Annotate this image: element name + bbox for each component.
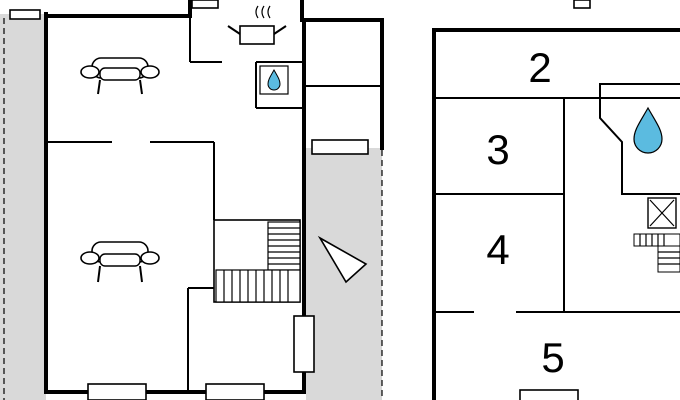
window-top-left [9,9,41,20]
room-3-number: 3 [486,126,509,173]
window-top-right [573,0,591,9]
window-east [293,315,315,373]
window-kitchen-top [191,0,219,9]
sofa-icon [80,57,160,95]
room-4-number: 4 [486,226,509,273]
compass-arrow-icon [317,235,368,284]
window-south-1 [87,383,147,400]
right-building-outer-wall [432,28,680,400]
chimney-icon [647,197,677,229]
stairs-icon [633,233,680,273]
window-south-2 [205,383,265,400]
water-drop-icon [633,106,663,154]
left-terrace [0,14,46,400]
stairs-icon [213,219,301,303]
stove-icon [227,5,287,45]
room-5-number: 5 [541,334,564,381]
right-building: 2 3 4 5 [432,0,680,400]
sofa-icon [80,241,160,283]
annex-walls [300,18,384,150]
room-2-number: 2 [528,44,551,91]
window-annex-south [311,139,369,155]
bath-right-wall [599,83,680,195]
water-drop-icon [259,65,289,95]
window-room-5 [519,389,579,400]
